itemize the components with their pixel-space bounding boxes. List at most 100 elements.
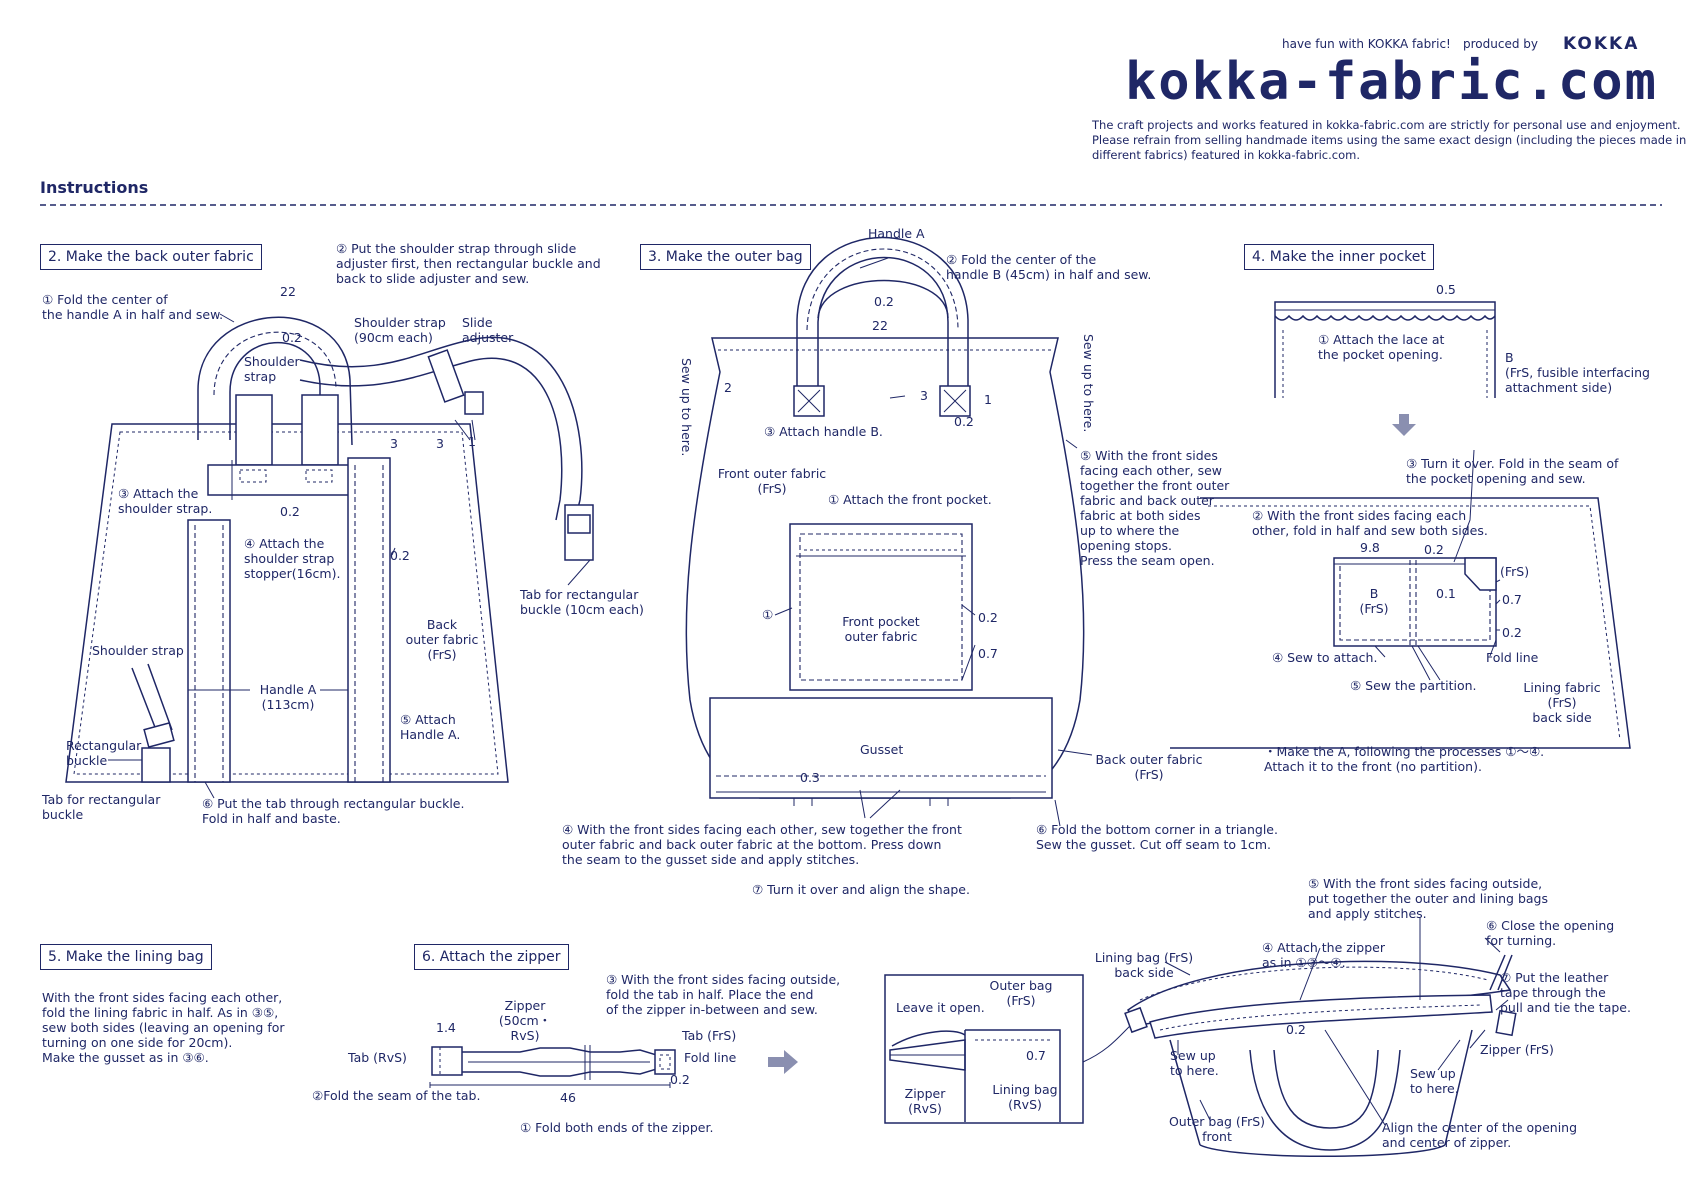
sec6-measure-14: 1.4 (436, 1020, 456, 1035)
sec3-sew-up-left: Sew up to here. (679, 358, 694, 457)
sec2-handle-a: Handle A (113cm) (259, 682, 317, 712)
sec6-step7: ⑦ Put the leather tape through the pull … (1500, 970, 1631, 1015)
sec6-zipper-drawing (429, 918, 1517, 1157)
sec6-measure-07: 0.7 (1026, 1048, 1046, 1063)
sec6-zipper: Zipper (50cm・RvS) (498, 998, 552, 1043)
sec3-circle-1: ① (762, 607, 774, 622)
sec2-slide-adjuster: Slide adjuster (462, 315, 514, 345)
sec3-front-pocket: Front pocket outer fabric (842, 614, 920, 644)
sec2-step5: ⑤ Attach Handle A. (400, 712, 461, 742)
sec6-measure-02: 0.2 (670, 1072, 690, 1087)
sec3-outer-bag-drawing (685, 236, 1093, 827)
sec4-measure-02a: 0.2 (1424, 542, 1444, 557)
sec3-sew-up-right: Sew up to here. (1081, 334, 1096, 433)
sec3-measure-02b: 0.2 (954, 414, 974, 429)
sec4-step4: ④ Sew to attach. (1272, 650, 1378, 665)
sec2-rect-buckle: Rectangular buckle (66, 738, 142, 768)
sec6-step5: ⑤ With the front sides facing outside, p… (1308, 876, 1548, 921)
sec6-align: Align the center of the opening and cent… (1382, 1120, 1578, 1150)
sec6-lining-back: Lining bag (FrS) back side (1094, 950, 1194, 980)
sec3-step2: ② Fold the center of the handle B (45cm)… (946, 252, 1152, 282)
sec3-measure-1: 1 (984, 392, 992, 407)
sec3-measure-02a: 0.2 (874, 294, 894, 309)
sec4-step3: ③ Turn it over. Fold in the seam of the … (1406, 456, 1619, 486)
sec6-zipper-rvs: Zipper (RvS) (904, 1086, 946, 1116)
sec6-tab-rvs: Tab (RvS) (348, 1050, 407, 1065)
sec2-heading: 2. Make the back outer fabric (40, 244, 262, 270)
sec4-step1: ① Attach the lace at the pocket opening. (1318, 332, 1445, 362)
sec4-fold-line: Fold line (1486, 650, 1539, 665)
sec6-lining-rvs: Lining bag (RvS) (992, 1082, 1058, 1112)
usage-notice: The craft projects and works featured in… (1092, 118, 1687, 162)
sec2-strap-90: Shoulder strap (90cm each) (354, 315, 446, 345)
sec2-measure-1: 1 (468, 434, 476, 449)
sec2-back-outer-fabric-drawing (65, 313, 594, 799)
sec6-sew-up-2: Sew up to here. (1410, 1066, 1459, 1096)
sec2-step6: ⑥ Put the tab through rectangular buckle… (202, 796, 465, 826)
sec3-gusset: Gusset (860, 742, 904, 757)
sec2-measure-3a: 3 (390, 436, 398, 451)
sec6-outer-bag: Outer bag (FrS) (989, 978, 1053, 1008)
sec6-sew-up-1: Sew up to here. (1170, 1048, 1219, 1078)
sec3-measure-07: 0.7 (978, 646, 998, 661)
sec3-measure-3: 3 (920, 388, 928, 403)
tagline: have fun with KOKKA fabric! (1282, 37, 1451, 51)
sec3-step5: ⑤ With the front sides facing each other… (1080, 448, 1230, 568)
sec6-step6: ⑥ Close the opening for turning. (1486, 918, 1615, 948)
sec3-front-outer-fabric: Front outer fabric (FrS) (717, 466, 827, 496)
sec2-shoulder-strap: Shoulder strap (244, 354, 300, 384)
sec3-step3: ③ Attach handle B. (764, 424, 883, 439)
sec4-frs: (FrS) (1500, 564, 1530, 579)
sec6-leave-open: Leave it open. (896, 1000, 985, 1015)
sec4-b-frs: B (FrS) (1359, 586, 1389, 616)
sec3-measure-2: 2 (724, 380, 732, 395)
sec4-note: ・Make the A, following the processes ①～④… (1264, 744, 1545, 774)
sec3-step6: ⑥ Fold the bottom corner in a triangle. … (1036, 822, 1278, 852)
sec6-step4: ④ Attach the zipper as in ①③～④. (1262, 940, 1385, 970)
sec4-measure-02b: 0.2 (1502, 625, 1522, 640)
sec2-measure-02c: 0.2 (390, 548, 410, 563)
sec6-heading: 6. Attach the zipper (414, 944, 569, 970)
sec2-tab-rect-buckle: Tab for rectangular buckle (10cm each) (520, 587, 644, 617)
sec2-step2: ② Put the shoulder strap through slide a… (336, 241, 601, 286)
sec2-measure-22: 22 (280, 284, 296, 299)
sec6-fold-line: Fold line (684, 1050, 737, 1065)
sec6-step2: ②Fold the seam of the tab. (312, 1088, 481, 1103)
sec4-heading: 4. Make the inner pocket (1244, 244, 1434, 270)
sec2-measure-02a: 0.2 (282, 330, 302, 345)
sec2-measure-02b: 0.2 (280, 504, 300, 519)
sec3-step1: ① Attach the front pocket. (828, 492, 992, 507)
sec3-heading: 3. Make the outer bag (640, 244, 811, 270)
sec6-measure-46: 46 (560, 1090, 576, 1105)
sec3-step4: ④ With the front sides facing each other… (562, 822, 962, 867)
sec4-measure-05: 0.5 (1436, 282, 1456, 297)
sec4-measure-01: 0.1 (1436, 586, 1456, 601)
sec4-step2: ② With the front sides facing each other… (1252, 508, 1488, 538)
sec4-measure-98: 9.8 (1360, 540, 1380, 555)
sec5-body: With the front sides facing each other, … (42, 990, 285, 1065)
sec6-step3: ③ With the front sides facing outside, f… (606, 972, 841, 1017)
page-title: Instructions (40, 178, 149, 197)
site-logo: kokka-fabric.com (1125, 52, 1658, 112)
sec6-measure-02b: 0.2 (1286, 1022, 1306, 1037)
sec6-step1: ① Fold both ends of the zipper. (520, 1120, 714, 1135)
sec3-measure-03: 0.3 (800, 770, 820, 785)
sec2-measure-3b: 3 (436, 436, 444, 451)
sec4-lining-fabric: Lining fabric (FrS) back side (1523, 680, 1601, 725)
sec2-step3: ③ Attach the shoulder strap. (118, 486, 213, 516)
sec4-inner-pocket-drawing (1170, 301, 1631, 749)
sec6-tab-frs: Tab (FrS) (682, 1028, 737, 1043)
sec3-handle-a: Handle A (868, 226, 925, 241)
produced-by-label: produced by (1463, 37, 1538, 51)
brand-name: KOKKA (1563, 34, 1640, 54)
sec2-step1: ① Fold the center of the handle A in hal… (42, 292, 224, 322)
sec2-tab-rect-buckle-2: Tab for rectangular buckle (42, 792, 161, 822)
sec3-measure-22: 22 (872, 318, 888, 333)
sec3-measure-02c: 0.2 (978, 610, 998, 625)
sec2-shoulder-strap-2: Shoulder strap (92, 643, 184, 658)
sec2-back-outer-fabric: Back outer fabric (FrS) (405, 617, 479, 662)
sec4-step5: ⑤ Sew the partition. (1350, 678, 1477, 693)
sec2-step4: ④ Attach the shoulder strap stopper(16cm… (244, 536, 341, 581)
sec6-zipper-frs: Zipper (FrS) (1480, 1042, 1554, 1057)
